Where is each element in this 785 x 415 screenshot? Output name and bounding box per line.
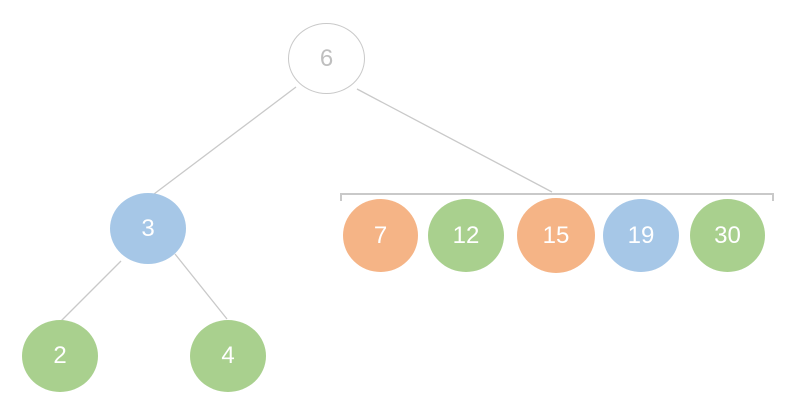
right-group-bracket	[340, 193, 774, 201]
node-value: 30	[714, 221, 741, 249]
node-value: 6	[319, 44, 334, 72]
node-value: 4	[221, 342, 235, 369]
node-value: 15	[542, 221, 570, 249]
tree-node-root: 6	[288, 23, 365, 94]
node-value: 3	[141, 214, 155, 242]
group-node-12: 12	[428, 199, 504, 272]
tree-node-left-grandchild-left: 2	[22, 320, 98, 392]
group-node-30: 30	[690, 199, 765, 272]
node-value: 7	[373, 221, 388, 249]
tree-node-left-child: 3	[110, 193, 186, 264]
edge-left-child-to-node-4	[174, 253, 228, 320]
edge-left-child-to-node-2	[59, 260, 122, 323]
edge-root-to-left-child	[149, 86, 297, 198]
edge-root-to-right-group	[356, 88, 553, 193]
group-node-15: 15	[517, 198, 595, 273]
node-value: 12	[452, 221, 480, 249]
node-value: 2	[53, 342, 67, 369]
tree-node-left-grandchild-right: 4	[190, 320, 266, 392]
group-node-7: 7	[343, 199, 418, 272]
node-value: 19	[627, 221, 655, 249]
group-node-19: 19	[603, 199, 679, 272]
